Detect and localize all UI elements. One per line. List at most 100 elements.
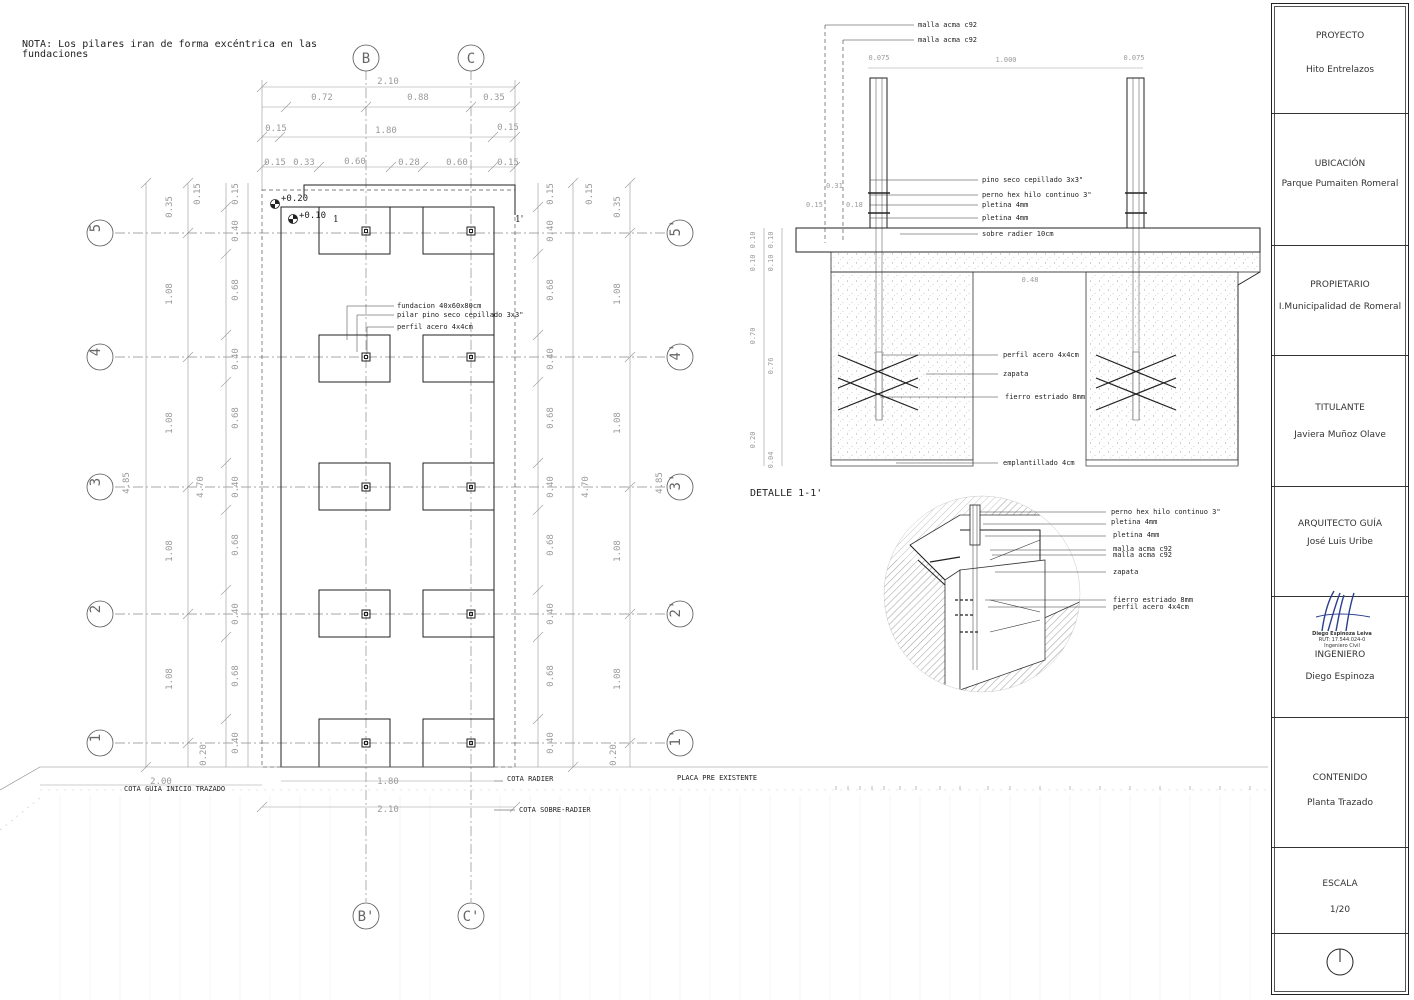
tb-contenido-heading: CONTENIDO <box>1312 773 1368 783</box>
svg-text:0.31: 0.31 <box>826 182 843 190</box>
svg-text:0.075: 0.075 <box>868 54 889 62</box>
tb-ubicacion-value: Parque Pumaiten Romeral <box>1281 179 1399 189</box>
svg-text:0.68: 0.68 <box>546 534 556 556</box>
cota-sobre-label: COTA SOBRE-RADIER <box>519 806 591 814</box>
signature-rut: RUT: 17.544.024-0 <box>1318 637 1366 643</box>
svg-text:pletina 4mm: pletina 4mm <box>982 214 1028 222</box>
tb-arquitecto: ARQUITECTO GUÍA José Luis Uribe <box>1272 487 1408 597</box>
svg-text:0.70: 0.70 <box>749 328 757 345</box>
svg-text:1.000: 1.000 <box>995 56 1016 64</box>
footing <box>318 589 391 638</box>
right-dimensions: 0.15 0.15 0.35 0.40 0.68 1.08 0.40 0.68 … <box>532 177 665 773</box>
svg-text:3': 3' <box>668 474 684 491</box>
axis-bubble-2-prime: 2' <box>666 601 694 628</box>
svg-text:0.40: 0.40 <box>546 603 556 625</box>
axis-bubble-3: 3 <box>86 473 114 501</box>
svg-text:sobre radier 10cm: sobre radier 10cm <box>982 230 1054 238</box>
dim-top-072: 0.72 <box>311 93 333 103</box>
svg-text:perfil acero 4x4cm: perfil acero 4x4cm <box>1003 351 1079 359</box>
callout-perfil: perfil acero 4x4cm <box>397 323 473 331</box>
tb-ubicacion-heading: UBICACIÓN <box>1314 159 1366 169</box>
svg-text:0.68: 0.68 <box>231 407 241 429</box>
dim-top-015b: 0.15 <box>497 123 519 133</box>
svg-text:0.40: 0.40 <box>546 220 556 242</box>
svg-text:malla acma c92: malla acma c92 <box>1113 551 1172 559</box>
footing <box>422 589 495 638</box>
signature-image <box>1315 590 1371 632</box>
svg-text:4.85: 4.85 <box>655 472 665 494</box>
svg-text:2': 2' <box>668 601 684 618</box>
footing <box>422 334 495 383</box>
dim-top-035: 0.35 <box>483 93 505 103</box>
left-dimensions: 0.35 0.15 0.15 0.40 1.08 0.68 0.40 1.08 … <box>122 177 249 773</box>
tb-north <box>1272 934 1408 994</box>
tb-arquitecto-value: José Luis Uribe <box>1307 537 1373 547</box>
tb-escala-value: 1/20 <box>1329 905 1351 915</box>
svg-text:0.76: 0.76 <box>767 358 775 375</box>
tb-proyecto: PROYECTO Hito Entrelazos <box>1272 4 1408 114</box>
svg-text:0.20: 0.20 <box>609 744 619 766</box>
svg-text:pletina 4mm: pletina 4mm <box>1111 518 1157 526</box>
svg-text:0.35: 0.35 <box>165 196 175 218</box>
svg-text:1.08: 1.08 <box>165 283 175 305</box>
svg-text:0.04: 0.04 <box>767 452 775 469</box>
svg-text:0.68: 0.68 <box>231 279 241 301</box>
dim-bottom-180: 1.80 <box>377 777 399 787</box>
axis-bubble-b: B <box>352 44 380 72</box>
section-title: DETALLE 1-1' <box>750 488 822 499</box>
svg-text:4.85: 4.85 <box>122 472 132 494</box>
dim-top-060a: 0.60 <box>344 157 366 167</box>
footing <box>422 462 495 511</box>
svg-text:0.40: 0.40 <box>231 476 241 498</box>
footing <box>318 206 391 255</box>
svg-text:perno hex hilo continuo 3": perno hex hilo continuo 3" <box>1111 508 1221 516</box>
tb-escala: ESCALA 1/20 <box>1272 848 1408 934</box>
svg-text:0.35: 0.35 <box>613 196 623 218</box>
footing <box>422 206 495 255</box>
tb-ingeniero-heading: INGENIERO <box>1314 650 1366 660</box>
svg-text:0.40: 0.40 <box>546 732 556 754</box>
axis-bubble-3-prime: 3' <box>666 474 694 501</box>
level-marker: +0.20 +0.10 1 1' <box>270 194 523 225</box>
existing-slab <box>0 766 1268 1000</box>
svg-text:0.68: 0.68 <box>546 665 556 687</box>
sec-malla-2: malla acma c92 <box>918 36 977 44</box>
svg-text:1.08: 1.08 <box>613 540 623 562</box>
svg-text:pletina 4mm: pletina 4mm <box>1113 531 1159 539</box>
tb-ingeniero-value: Diego Espinoza <box>1305 672 1375 682</box>
tb-proyecto-heading: PROYECTO <box>1315 31 1365 41</box>
axis-bubble-c: C <box>457 44 485 72</box>
tb-propietario-value: I.Municipalidad de Romeral <box>1278 302 1402 312</box>
section-mark-1-prime: 1' <box>515 215 523 225</box>
tb-contenido-value: Planta Trazado <box>1307 798 1373 808</box>
svg-text:zapata: zapata <box>1003 370 1028 378</box>
svg-text:0.15: 0.15 <box>585 183 595 205</box>
svg-text:emplantillado 4cm: emplantillado 4cm <box>1003 459 1075 467</box>
svg-text:1: 1 <box>88 734 104 742</box>
axis-bubble-1: 1 <box>86 729 114 757</box>
svg-text:4': 4' <box>668 344 684 361</box>
axis-bubble-b-prime: B' <box>352 902 380 930</box>
callout-fundacion: fundacion 40x60x80cm <box>397 302 481 310</box>
dim-top-033: 0.33 <box>293 158 315 168</box>
svg-text:1.08: 1.08 <box>165 412 175 434</box>
axis-bubble-4: 4 <box>86 343 114 371</box>
section-detail: malla acma c92 malla acma c92 0.075 1.00… <box>749 21 1261 499</box>
placa-label: PLACA PRE EXISTENTE <box>677 774 757 782</box>
svg-text:3: 3 <box>88 478 104 486</box>
svg-text:0.10: 0.10 <box>767 255 775 272</box>
sec-malla-1: malla acma c92 <box>918 21 977 29</box>
tb-propietario: PROPIETARIO I.Municipalidad de Romeral <box>1272 246 1408 356</box>
dim-top-028: 0.28 <box>398 158 420 168</box>
svg-text:0.40: 0.40 <box>231 348 241 370</box>
tb-titulante-value: Javiera Muñoz Olave <box>1294 430 1386 440</box>
note-line-2: fundaciones <box>22 49 88 60</box>
dim-top-015c: 0.15 <box>264 158 286 168</box>
footings <box>318 206 495 768</box>
svg-text:0.075: 0.075 <box>1123 54 1144 62</box>
svg-text:4.70: 4.70 <box>196 476 206 498</box>
svg-text:0.40: 0.40 <box>231 220 241 242</box>
tb-propietario-heading: PROPIETARIO <box>1310 280 1370 290</box>
svg-text:5': 5' <box>668 220 684 237</box>
